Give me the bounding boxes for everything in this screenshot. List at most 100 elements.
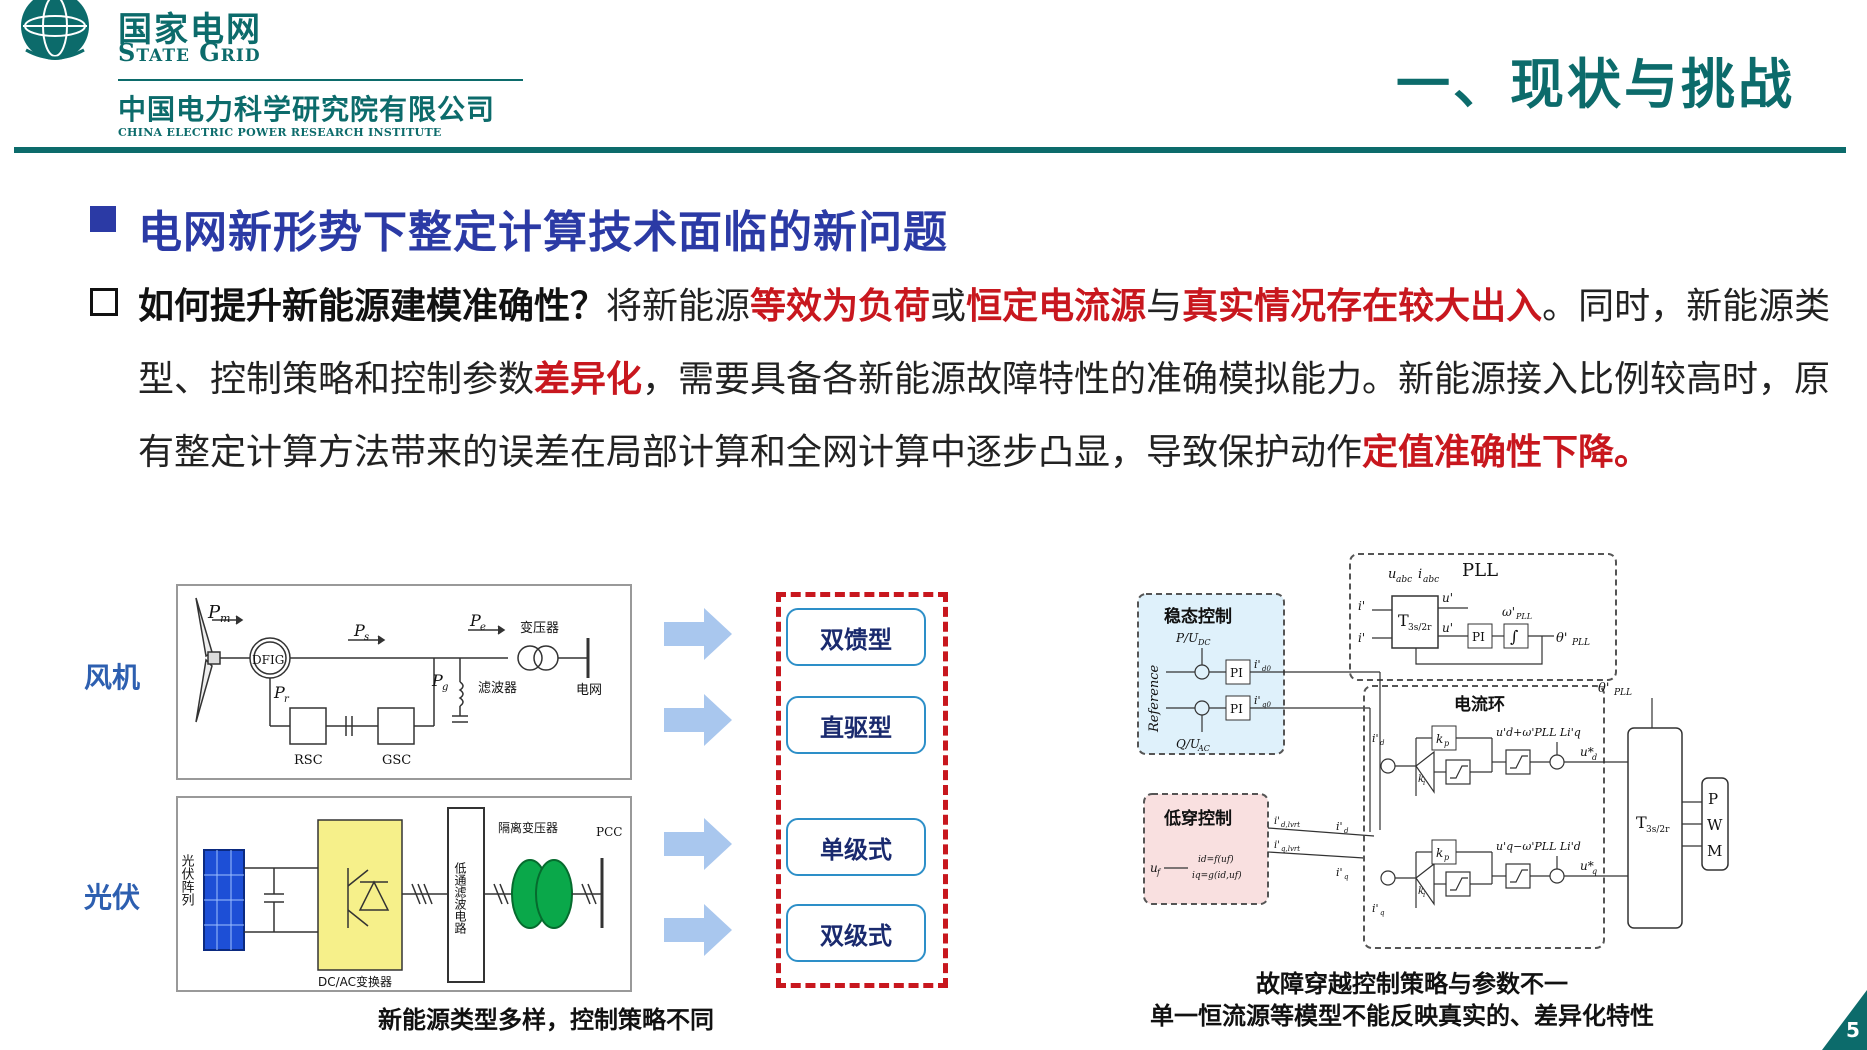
highlight-seg: 定值准确性下降。 [1362,432,1651,473]
right-figure-caption-1: 故障穿越控制策略与参数不一 [1256,970,1568,998]
pll-iq-in: i' [1358,631,1365,645]
type-direct-drive-box: 直驱型 [786,696,926,754]
loop-ud-out-sub: d [1592,753,1597,762]
loop-kp-d: k [1436,732,1443,746]
lvrt-iq-out: i' [1274,840,1280,851]
text-seg: ，需要具备各新能源故障特性的准确模拟能力。新能源接入比例较高时，原有整定计算方法… [138,359,1831,473]
pll-theta-out-sub: PLL [1571,638,1590,648]
pll-iabc-sub: abc [1423,575,1439,585]
pll-uabc-sub: abc [1396,575,1412,585]
pll-omega-sub: PLL [1515,612,1532,621]
lvrt-f2: iq=g(id,uf) [1192,870,1242,881]
pll-integral: ∫ [1510,627,1518,646]
highlight-seg: 等效为负荷 [750,286,931,327]
filter-label: 滤波器 [478,681,517,696]
inv-theta-sub: PLL [1613,688,1632,698]
loop-kp-q-sub: p [1444,853,1449,862]
question-text: 如何提升新能源建模准确性？ [138,286,607,327]
loop-uq-out: u* [1580,859,1594,873]
loop-ki-q: k [1418,886,1424,897]
highlight-seg: 恒定电流源 [966,286,1147,327]
iso-transformer-label: 隔离变压器 [498,820,558,835]
lvrt-uf-sub: f [1156,868,1162,877]
wind-turbine-diagram: P m DFIG P s P e P r P g 变压器 滤波器 电网 RSC … [176,584,632,780]
lowpass-label: 低通滤波电路 [453,862,467,935]
pv-array-icon [203,849,245,951]
loop-id-ref: i' [1372,732,1379,745]
steady-pi-d: PI [1230,666,1243,680]
pll-omega: ω' [1502,605,1515,619]
loop-ki-d-sub: i [1423,779,1425,787]
wind-ps-sub: s [364,632,369,643]
pll-title: PLL [1462,560,1498,581]
loop-uq-out-sub: q [1592,867,1597,876]
steady-reference: Reference [1147,664,1162,733]
wind-pr-sub: r [284,694,290,705]
institute-name-en: CHINA ELECTRIC POWER RESEARCH INSTITUTE [118,126,442,139]
header-divider-bar [14,147,1846,153]
lowpass-filter-block [447,807,485,983]
text-seg: 与 [1146,286,1183,327]
wind-label: 风机 [84,661,141,694]
wind-pg-label: P [431,671,443,690]
rsc-label: RSC [294,753,323,768]
state-grid-logo-icon [21,0,89,60]
inv-t3s2r-sub: 3s/2r [1646,825,1670,835]
dfig-label: DFIG [252,653,284,667]
lvrt-id-out-sub: d,lvrt [1281,821,1300,829]
wind-pr-label: P [273,683,285,702]
steady-pi-q: PI [1230,702,1243,716]
pll-ud: u' [1442,591,1453,605]
wind-pm-sub: m [220,612,230,625]
right-figure-caption-2: 单一恒流源等模型不能反映真实的、差异化特性 [1150,1002,1654,1030]
text-seg: 。同时，新能源类型、控制策略和控制参数 [138,286,1831,400]
dc-ac-label: DC/AC变换器 [318,974,392,989]
steady-iq-ref: i' [1254,694,1261,707]
steady-q-uac: Q/U [1176,737,1201,751]
type-two-stage-box: 双级式 [786,904,926,962]
pv-array-label: 光伏阵列 [179,854,195,907]
pll-uq: u' [1442,621,1453,635]
loop-ud-out: u* [1580,745,1594,759]
pll-pi: PI [1472,630,1485,644]
highlight-seg: 真实情况存在较大出入 [1182,286,1543,327]
lvrt-iq-out-sub: q,lvrt [1281,845,1300,853]
arrow-right-icon [664,818,732,870]
arrow-right-icon [664,608,732,660]
arrow-right-icon [664,694,732,746]
pwm-p: P [1708,790,1718,808]
loop-iq-fb: i' [1336,866,1343,879]
loop-id-fb-sub: d [1344,827,1349,835]
pll-t3s2r: T [1398,611,1409,630]
lvrt-control-diagram: PLL u abc i abc T 3s/2r i' i' u' u' PI ∫… [1137,553,1729,949]
loop-iq-ref-sub: q [1380,909,1385,917]
lvrt-f1: id=f(uf) [1198,854,1234,865]
transformer-label: 变压器 [520,620,559,636]
grid-label: 电网 [576,683,602,698]
pll-t3s2r-sub: 3s/2r [1408,623,1432,633]
heading-bullet-square [90,206,116,232]
dc-ac-converter-block [317,819,403,971]
loop-id-ref-sub: d [1380,739,1385,747]
steady-q-uac-sub: AC [1197,744,1210,753]
loop-kp-q: k [1436,846,1443,860]
steady-control-title: 稳态控制 [1164,606,1232,627]
slide-heading: 电网新形势下整定计算技术面临的新问题 [138,207,948,258]
loop-kp-d-sub: p [1444,739,1449,748]
steady-id-ref: i' [1254,658,1261,671]
page-corner-decoration [1822,990,1867,1050]
inv-t3s2r: T [1636,813,1647,832]
pcc-label: PCC [596,825,622,839]
steady-iq-ref-sub: q0 [1262,701,1271,709]
pll-id-in: i' [1358,599,1365,613]
gsc-label: GSC [382,753,411,768]
type-doubly-fed-box: 双馈型 [786,608,926,666]
loop-iq-ref: i' [1372,902,1379,915]
pll-uabc: u [1388,567,1396,582]
section-title: 一、现状与挑战 [1396,53,1795,116]
wind-ps-label: P [353,621,365,640]
pwm-m: M [1707,842,1722,860]
loop-ff-q: u'q−ω'PLL Li'd [1496,840,1581,853]
institute-name-cn: 中国电力科学研究院有限公司 [118,93,496,126]
left-figure-caption: 新能源类型多样，控制策略不同 [378,1006,714,1034]
